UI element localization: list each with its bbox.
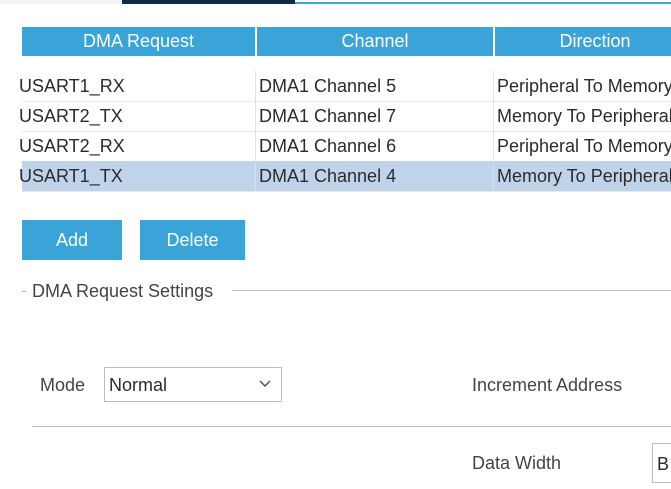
cell-channel: DMA1 Channel 7 bbox=[259, 106, 397, 126]
chevron-down-icon bbox=[259, 380, 271, 388]
table-header: DMA Request Channel Direction bbox=[22, 27, 671, 56]
cell-direction: Peripheral To Memory bbox=[497, 76, 671, 96]
cell-channel: DMA1 Channel 6 bbox=[259, 136, 397, 156]
column-separator bbox=[493, 161, 494, 191]
column-separator bbox=[493, 101, 494, 131]
cell-dma-request: USART1_TX bbox=[19, 166, 123, 186]
cell-dma-request: USART1_RX bbox=[19, 76, 125, 96]
table-row[interactable]: USART2_TX DMA1 Channel 7 Memory To Perip… bbox=[19, 101, 671, 132]
table-row[interactable]: USART1_RX DMA1 Channel 5 Peripheral To M… bbox=[19, 71, 671, 102]
increment-address-label: Increment Address bbox=[472, 375, 623, 395]
data-width-value: B bbox=[657, 454, 670, 474]
mode-select-value: Normal bbox=[109, 375, 168, 395]
column-separator bbox=[255, 131, 256, 161]
cell-direction: Peripheral To Memory bbox=[497, 136, 671, 156]
section-divider bbox=[32, 426, 671, 427]
column-header-dma-request[interactable]: DMA Request bbox=[82, 31, 195, 51]
column-header-channel[interactable]: Channel bbox=[341, 31, 409, 51]
cell-channel: DMA1 Channel 4 bbox=[259, 166, 397, 186]
data-width-select[interactable]: B bbox=[652, 443, 671, 483]
table-row[interactable]: USART2_RX DMA1 Channel 6 Peripheral To M… bbox=[19, 131, 671, 162]
column-separator bbox=[255, 101, 256, 131]
column-separator bbox=[255, 71, 256, 101]
data-width-label: Data Width bbox=[472, 453, 562, 473]
column-header-direction[interactable]: Direction bbox=[559, 31, 631, 51]
cell-direction: Memory To Peripheral bbox=[497, 166, 671, 186]
column-separator bbox=[493, 131, 494, 161]
add-button[interactable]: Add bbox=[22, 220, 122, 260]
cell-dma-request: USART2_RX bbox=[19, 136, 125, 156]
group-border bbox=[22, 291, 26, 292]
settings-group-title: DMA Request Settings bbox=[30, 281, 216, 302]
column-separator bbox=[255, 161, 256, 191]
mode-label: Mode bbox=[40, 375, 86, 395]
delete-button[interactable]: Delete bbox=[140, 220, 245, 260]
top-tab-active[interactable] bbox=[122, 0, 295, 4]
cell-direction: Memory To Peripheral bbox=[497, 106, 671, 126]
cell-channel: DMA1 Channel 5 bbox=[259, 76, 397, 96]
top-tab-underline bbox=[295, 2, 671, 4]
column-separator bbox=[493, 71, 494, 101]
group-border bbox=[232, 290, 671, 291]
table-row[interactable]: USART1_TX DMA1 Channel 4 Memory To Perip… bbox=[19, 161, 671, 192]
column-separator[interactable] bbox=[255, 27, 257, 56]
top-tab[interactable] bbox=[0, 0, 122, 4]
column-separator[interactable] bbox=[493, 27, 495, 56]
mode-select[interactable]: Normal bbox=[104, 367, 282, 402]
cell-dma-request: USART2_TX bbox=[19, 106, 123, 126]
